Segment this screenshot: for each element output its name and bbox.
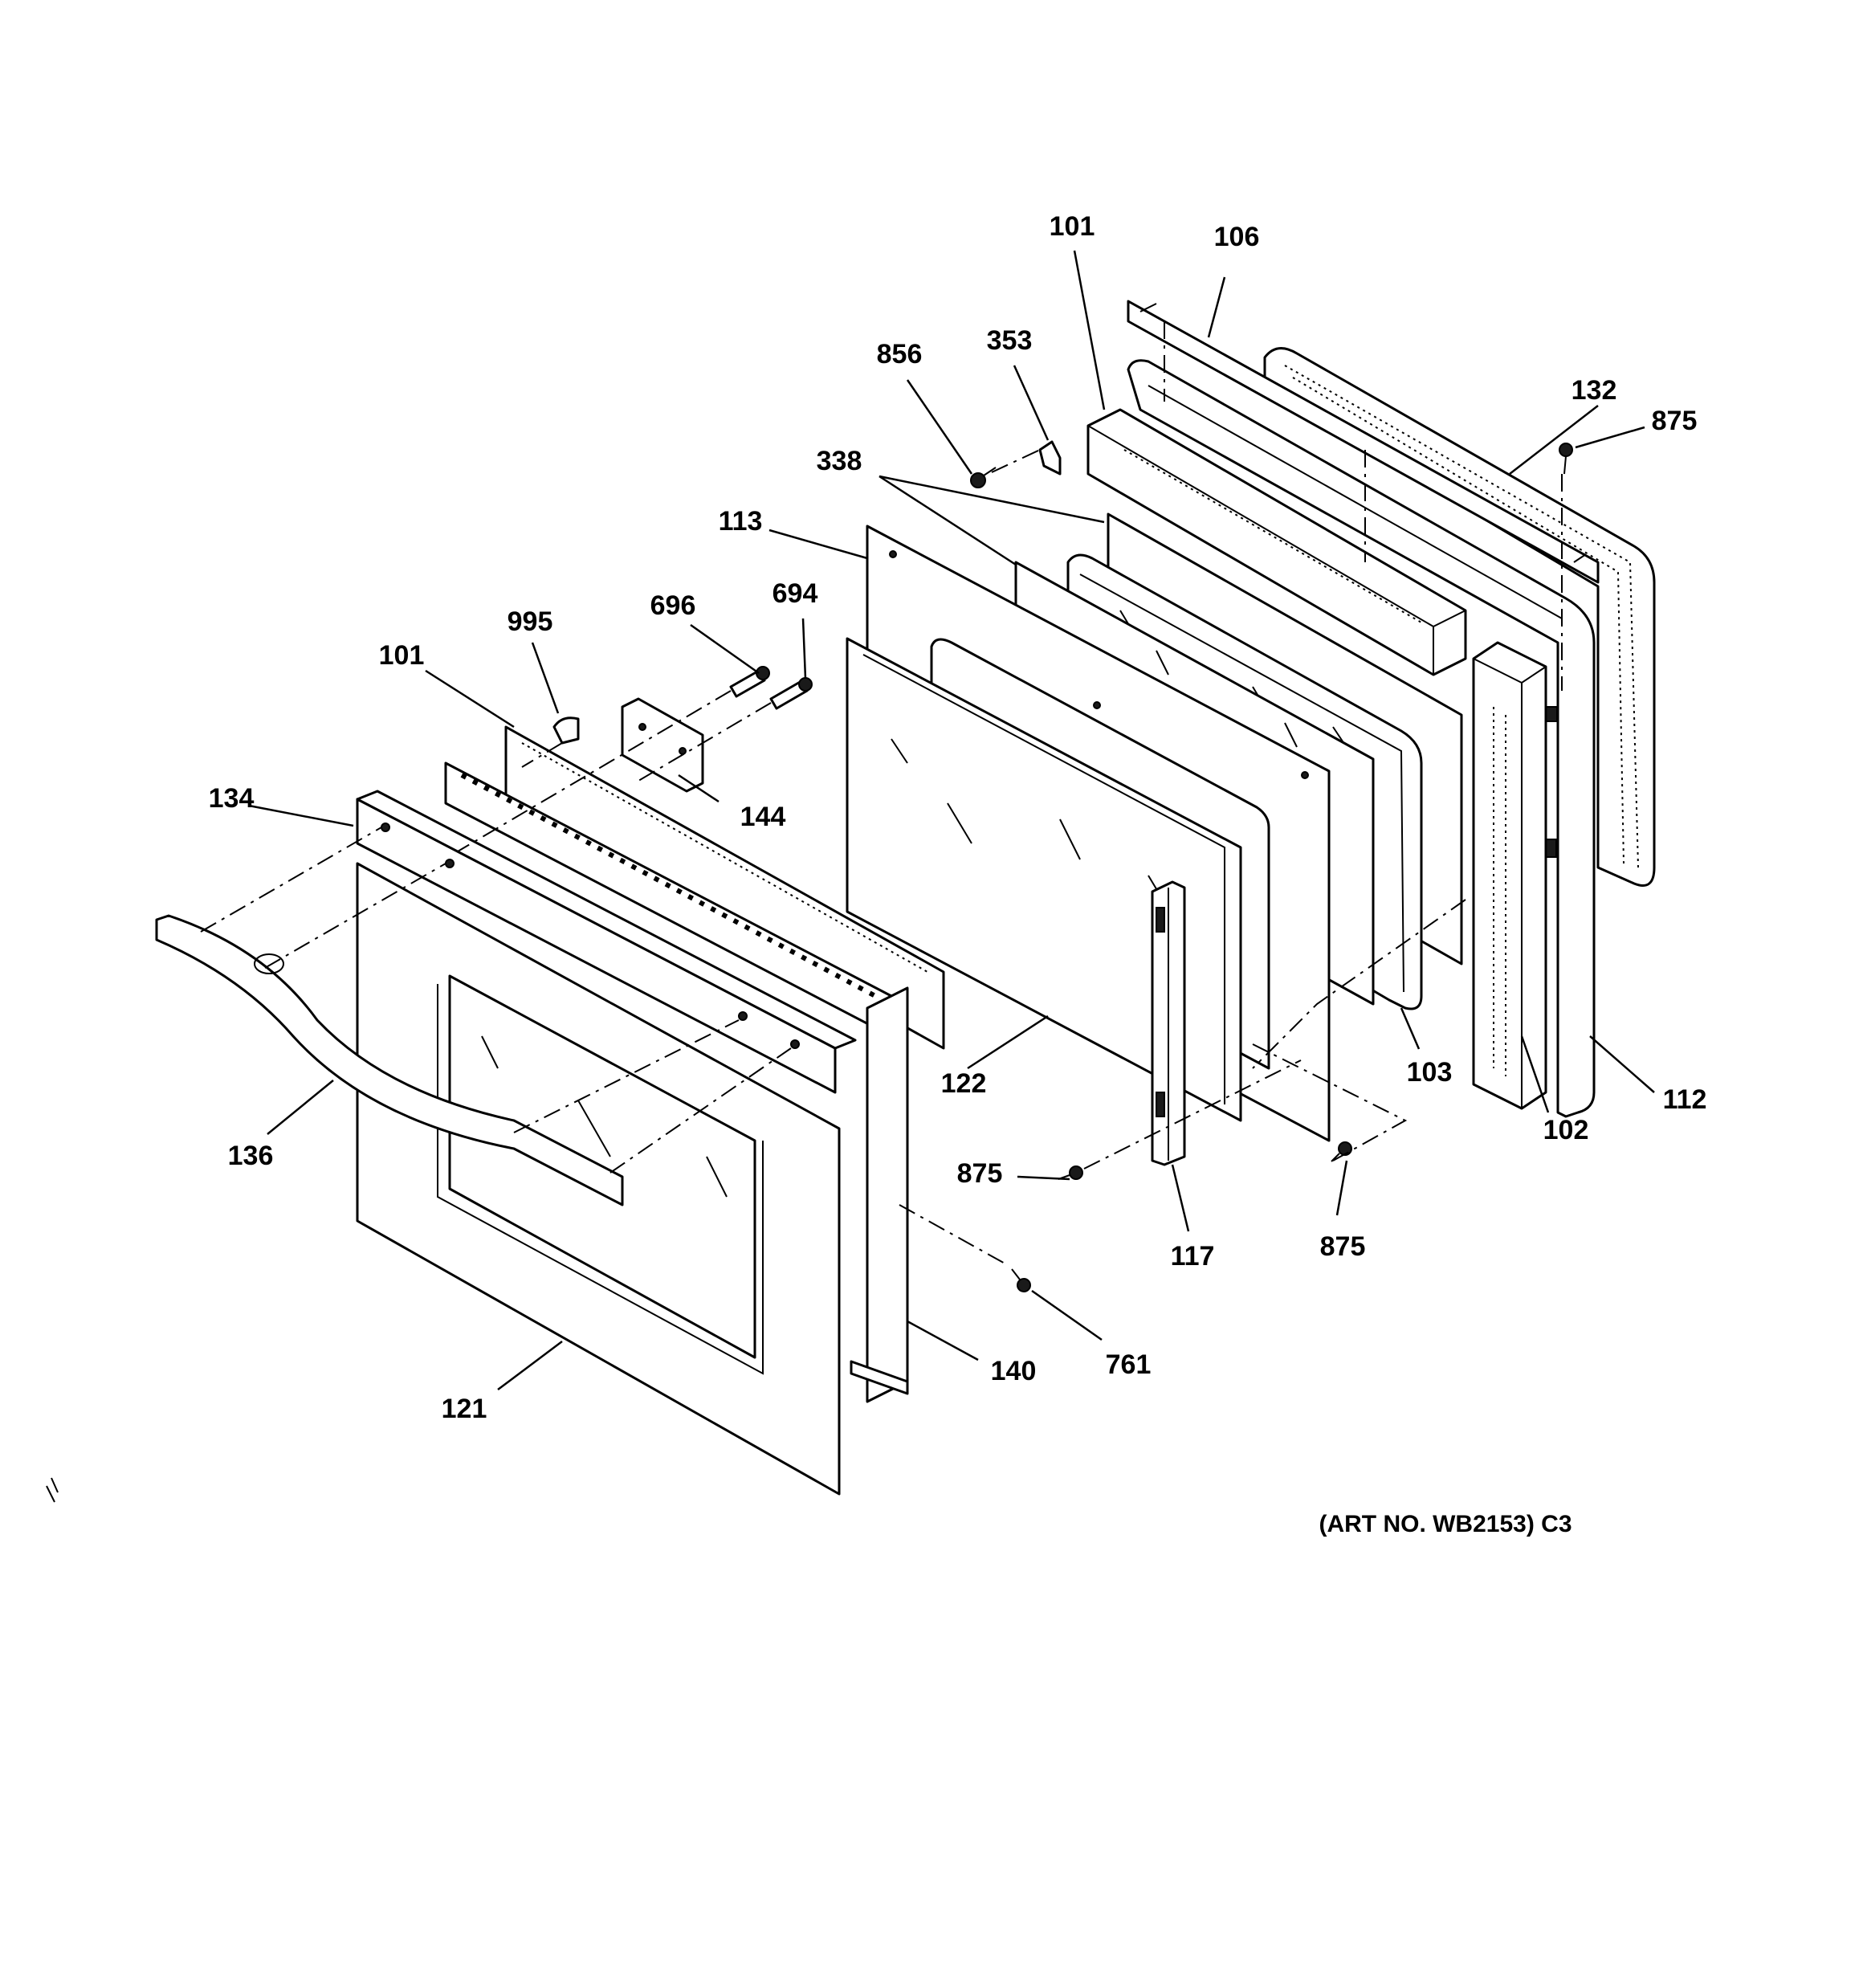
- callout-761: 761: [1106, 1349, 1152, 1380]
- callout-140: 140: [991, 1356, 1037, 1386]
- callout-106: 106: [1214, 222, 1260, 252]
- callout-875-left: 875: [957, 1158, 1003, 1189]
- stray-marks: [46, 1477, 59, 1503]
- callout-102: 102: [1543, 1115, 1589, 1145]
- assembly-lines: [200, 321, 1563, 1266]
- screw-875-left: [1058, 1165, 1083, 1180]
- screw-696: [729, 666, 770, 698]
- side-insulation-102: [1472, 641, 1547, 1110]
- callout-995: 995: [508, 606, 553, 637]
- bracket-995: [552, 716, 580, 745]
- screw-856: [970, 467, 997, 488]
- callout-694: 694: [773, 578, 818, 609]
- hinge-strip-106: [1127, 300, 1600, 584]
- callout-122: 122: [941, 1068, 987, 1099]
- mounting-plate-144: [621, 697, 704, 793]
- inner-door-liner-112: [1127, 359, 1596, 1118]
- callout-875-top: 875: [1652, 406, 1698, 436]
- door-handle-136: [155, 914, 624, 1206]
- leader-lines: [248, 250, 1655, 1390]
- callout-101-left: 101: [379, 640, 425, 671]
- screw-761: [1011, 1268, 1031, 1292]
- callout-117: 117: [1171, 1241, 1215, 1272]
- callout-875-right: 875: [1320, 1231, 1366, 1262]
- callout-856: 856: [877, 339, 923, 369]
- callout-112: 112: [1663, 1084, 1707, 1115]
- screw-875-top: [1559, 443, 1573, 475]
- side-frame-140: [850, 986, 909, 1403]
- screw-875-right: [1331, 1141, 1352, 1162]
- callout-136: 136: [228, 1141, 274, 1171]
- callout-113: 113: [719, 506, 763, 537]
- callout-134: 134: [209, 783, 255, 814]
- callout-121: 121: [442, 1394, 487, 1424]
- front-glass-122: [846, 637, 1242, 1122]
- callout-labels: 101 106 856 353 132 875 338 113 696 694 …: [209, 211, 1707, 1424]
- callout-101-top: 101: [1050, 211, 1095, 242]
- callout-353: 353: [987, 325, 1033, 356]
- art-number: (ART NO. WB2153) C3: [1319, 1511, 1572, 1537]
- callout-132: 132: [1572, 375, 1617, 406]
- top-trim-134: [356, 790, 857, 1094]
- callout-144: 144: [740, 802, 786, 832]
- callout-103: 103: [1407, 1057, 1453, 1088]
- insulation-top-101: [1086, 408, 1467, 676]
- callout-338: 338: [817, 446, 862, 476]
- latch-bracket-353: [1038, 440, 1062, 476]
- hinge-channel-117: [1151, 880, 1186, 1166]
- callout-696: 696: [650, 590, 696, 621]
- screw-694: [769, 677, 813, 710]
